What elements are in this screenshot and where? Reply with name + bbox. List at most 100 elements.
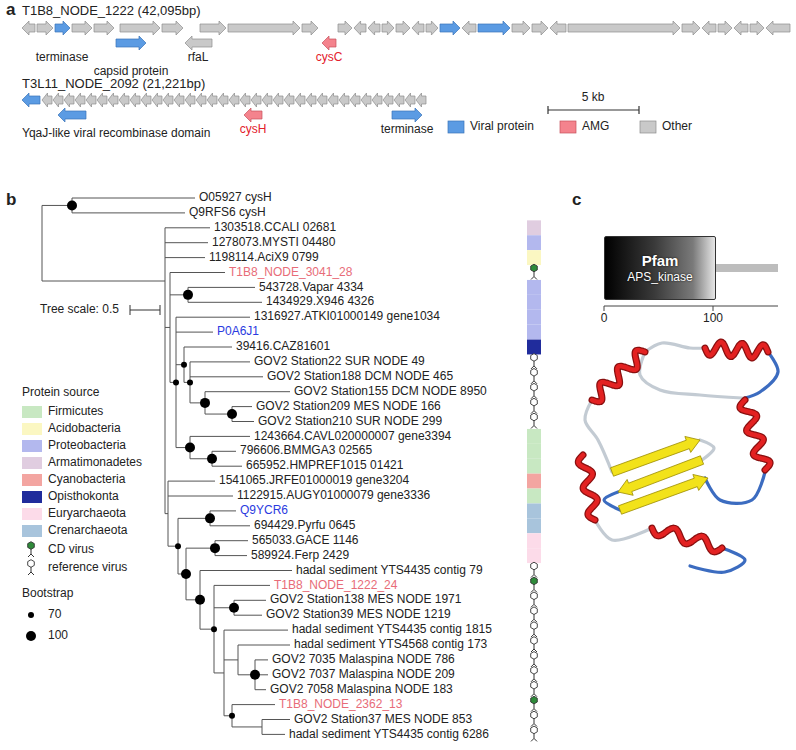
tree-branch [176,317,250,318]
legend-swatch [22,474,42,486]
tree-branch [210,510,236,511]
legend-text: Cyanobacteria [48,473,125,487]
viral-gene-arrow [58,108,86,122]
cd-virus-icon [531,577,538,592]
legend-cd-virus-icon [28,542,35,557]
legend-swatch [22,406,42,418]
tree-branch [215,540,248,541]
gene-arrow [196,93,206,107]
reference-virus-icon [531,592,538,607]
source-cell [527,340,541,355]
bootstrap-dot [187,379,193,385]
leaf-label: 1198114.AciX9 0799 [209,251,319,265]
leaf-label: GOV2 Station37 MES NODE 853 [294,713,472,727]
gene-arrow [405,93,415,107]
panel-letter: b [6,190,16,210]
leaf-label: 796606.BMMGA3 02565 [240,444,372,458]
tree-branch [232,704,275,705]
gene-arrow [97,93,107,107]
coil [585,400,612,472]
tree-branch [262,734,285,735]
gene-arrow [682,21,700,35]
source-cell [527,250,541,265]
tree-branch [165,327,170,328]
tree-branch [238,645,290,646]
leaf-label: Q9YCR6 [240,504,288,518]
leaf-label: GOV2 7035 Malaspina NODE 786 [272,653,455,667]
amg-gene-arrow [244,108,262,122]
source-cell [527,503,541,518]
alpha-helix [592,350,645,402]
reference-virus-icon [531,369,538,384]
gene-arrow [64,93,74,107]
reference-virus-icon [531,637,538,652]
leaf-label: 543728.Vapar 4334 [259,281,364,295]
legend-text: 70 [48,608,61,622]
legend-bootstrap-dot [26,631,36,641]
source-cell [527,548,541,563]
gene-arrow [251,93,261,107]
source-cell [527,518,541,533]
legend-swatch [640,121,656,133]
coil [705,472,765,503]
source-strip [527,220,541,741]
bootstrap-dot [183,290,193,300]
tree-branch [205,391,290,392]
reference-virus-icon [531,622,538,637]
tree-branch [212,466,242,467]
tree-branch [165,242,208,243]
gene-arrow [53,93,63,107]
legend-text: Euryarchaeota [48,507,126,521]
coil [700,440,714,460]
alpha-helix [740,400,770,470]
source-cell [527,310,541,325]
gene-arrow [273,93,283,107]
tree-branch [165,228,166,514]
leaf-label: GOV2 Station188 DCM NODE 465 [267,370,453,384]
gene-arrow [532,21,548,35]
tree-branch [224,630,225,716]
tree-branch [165,257,205,258]
bootstrap-dot [67,200,77,210]
gene-arrow [339,93,349,107]
gene-arrow [228,21,300,35]
legend-text: Proteobacteria [48,439,126,453]
bootstrap-dot [229,603,239,613]
gene-arrow [750,21,764,35]
coil [645,343,705,352]
gene-arrow [174,93,184,107]
axis-tick-label: 0 [601,312,608,326]
legend-swatch [560,121,576,133]
bootstrap-dot [200,398,210,408]
reference-virus-icon [531,711,538,726]
bootstrap-dot [211,626,217,632]
leaf-label: GOV2 Station209 MES NODE 166 [256,400,441,414]
legend-swatch [22,457,42,469]
legend-swatch [22,423,42,435]
viral-gene-arrow [22,93,40,107]
alpha-helix [740,400,770,470]
leaf-label: O05927 cysH [199,191,272,205]
bootstrap-dot [210,543,220,553]
legend-swatch [448,121,464,133]
gene-arrow [141,93,151,107]
reference-virus-icon [531,562,538,577]
source-cell [527,489,541,504]
bootstrap-dot [181,569,191,579]
gene-label: cysC [316,51,343,65]
scale-label: 5 kb [582,91,605,105]
bootstrap-dot [250,670,260,680]
cd-virus-icon [531,264,538,279]
tree-branch [188,302,262,303]
leaf-label: GOV2 Station138 MES NODE 1971 [270,593,461,607]
viral-gene-arrow [55,21,70,35]
domain-axis [604,306,778,311]
legend-text: AMG [582,120,609,134]
domain-source: Pfam [642,252,679,270]
tree-branch [224,659,238,660]
reference-virus-icon [531,383,538,398]
gene-arrow [108,93,118,107]
tree-branch [168,496,233,497]
bootstrap-dot [205,513,215,523]
